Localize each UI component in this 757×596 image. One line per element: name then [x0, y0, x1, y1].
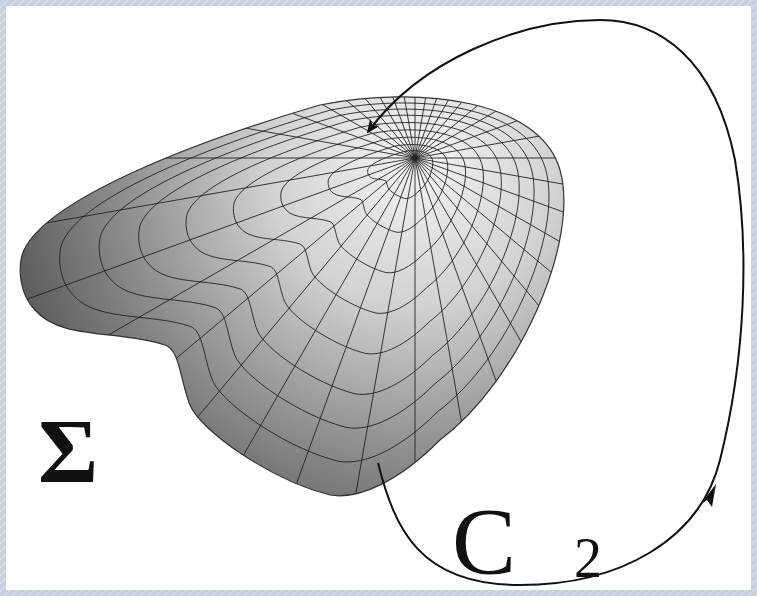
curve-subscript: 2	[574, 530, 602, 586]
curve-name: C	[452, 494, 516, 590]
surface-name: Σ	[38, 405, 98, 497]
